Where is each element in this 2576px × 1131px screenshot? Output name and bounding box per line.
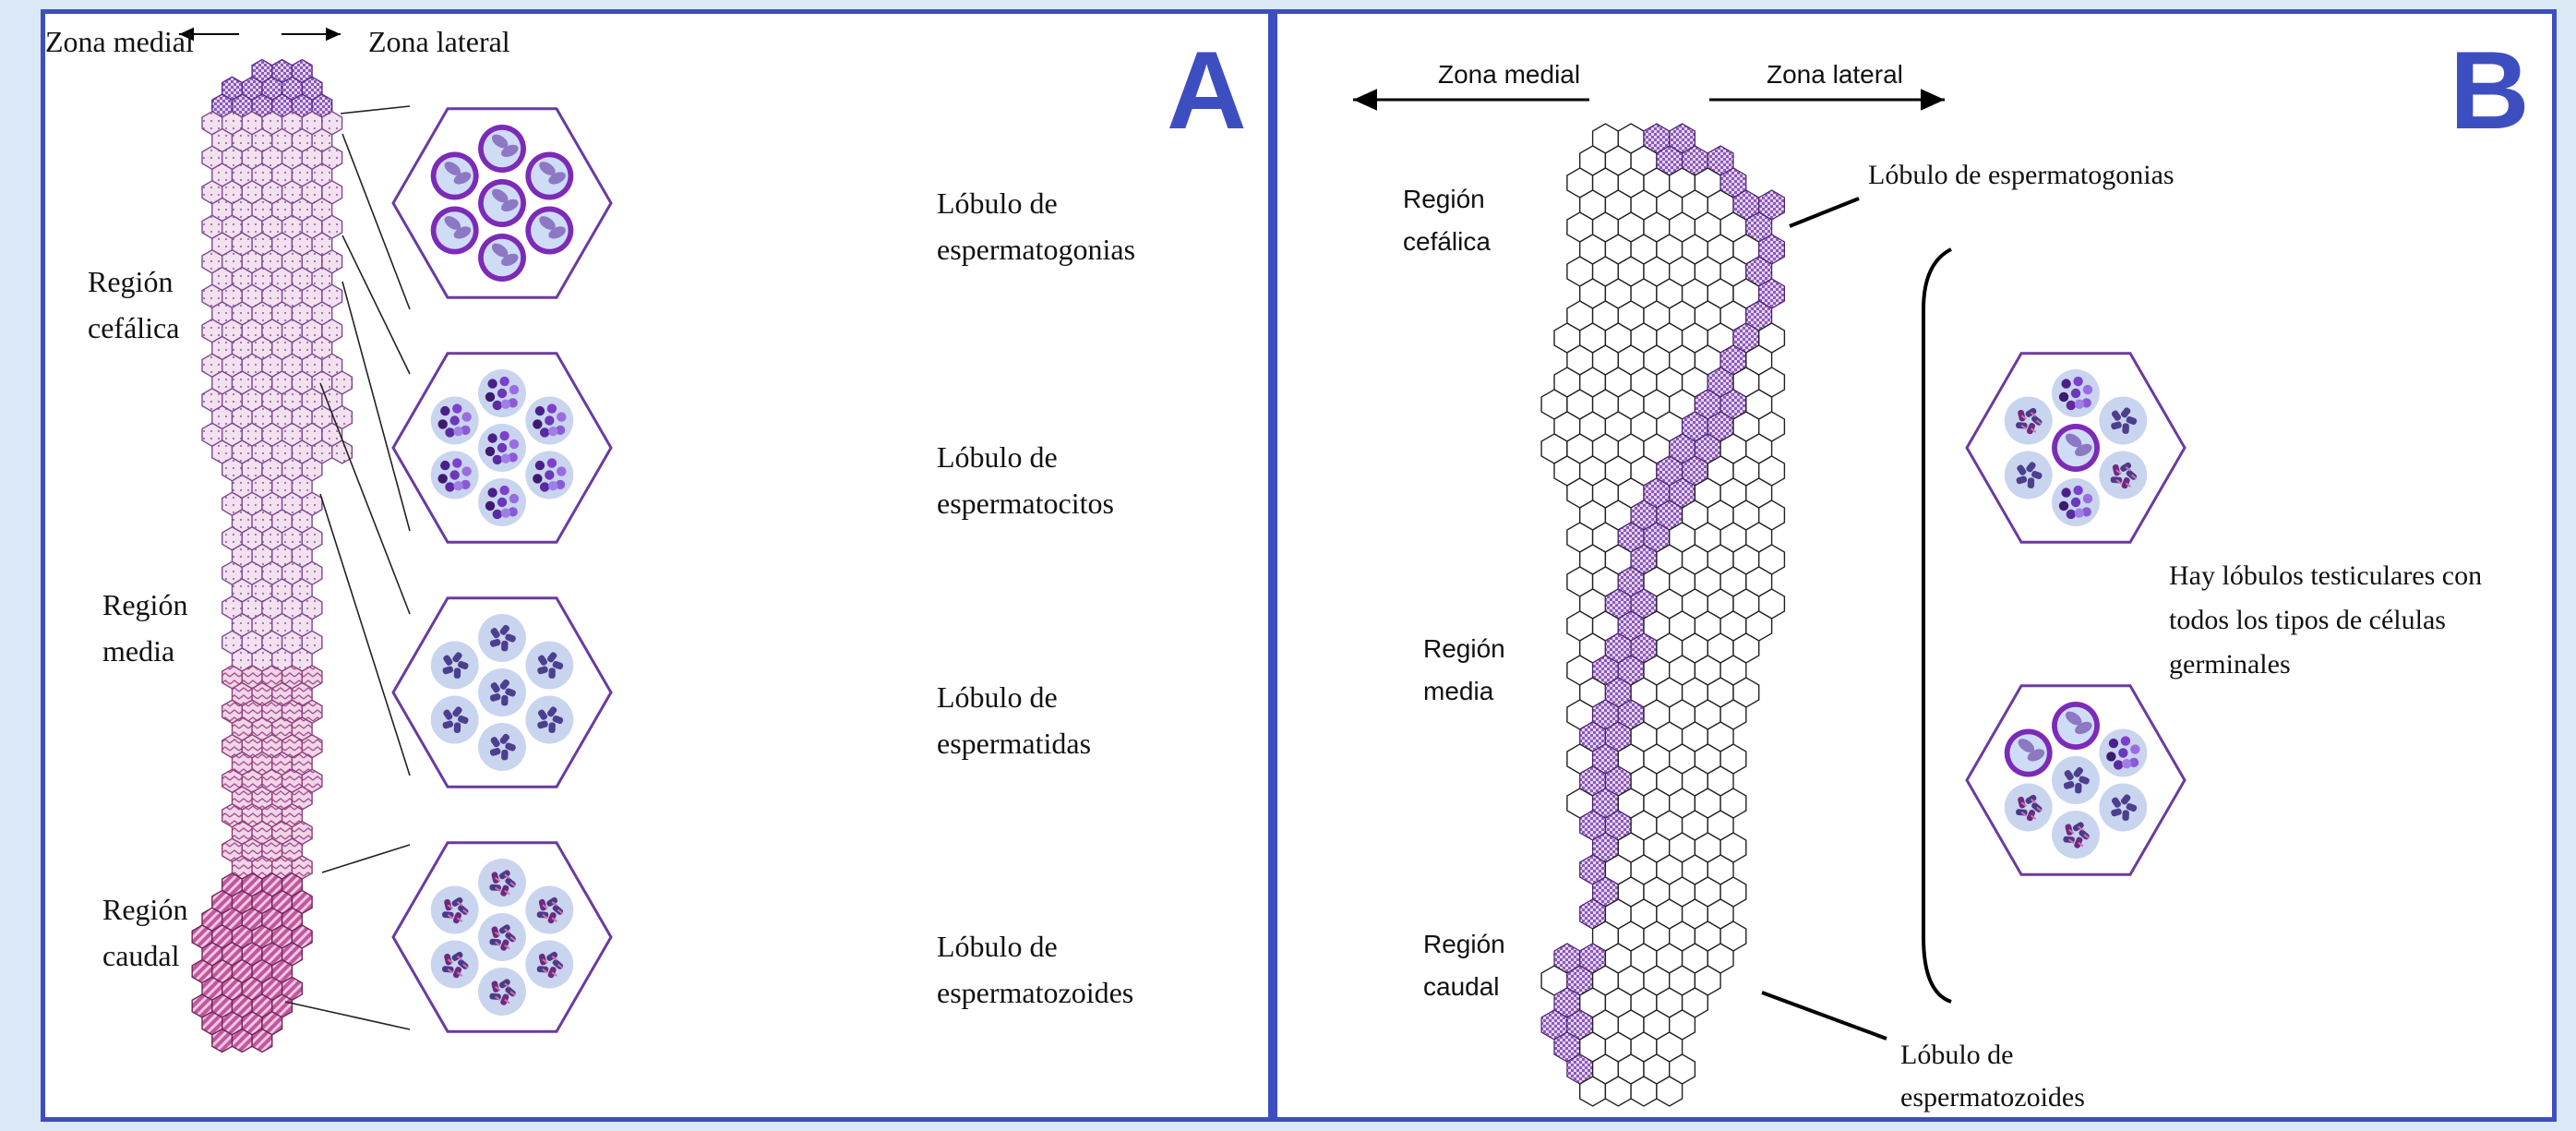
zona-medial-label-a: Zona medial	[45, 25, 194, 59]
nota-line1: Hay lóbulos testiculares con	[2169, 554, 2482, 598]
lobulo-espermatogonias-line2: espermatogonias	[937, 226, 1135, 272]
lobulo-espermatozoides-b-line1: Lóbulo de	[1900, 1034, 2085, 1077]
zona-lateral-label-a: Zona lateral	[368, 25, 510, 59]
leader-espermatozoides-b	[1762, 993, 1887, 1039]
lobulo-espermatozoides-a	[393, 843, 611, 1031]
lobulo-espermatocitos-label-a: Lóbulo de espermatocitos	[937, 434, 1114, 526]
nota-line2: todos los tipos de células	[2169, 598, 2482, 643]
zona-lateral-label-b: Zona lateral	[1767, 60, 1903, 90]
region-media-b-line2: media	[1423, 670, 1505, 713]
lobulo-espermatogonias-line1: Lóbulo de	[937, 180, 1135, 226]
nota-line3: germinales	[2169, 643, 2482, 687]
lobulo-mixto-1	[1967, 354, 2185, 542]
panel-b: B Zona medial Zona lateral Región cefáli…	[1273, 9, 2557, 1122]
lobulo-espermatozoides-b-line2: espermatozoides	[1900, 1077, 2085, 1119]
leader-espermatogonias-b	[1790, 199, 1859, 226]
region-cefalica-b-line2: cefálica	[1403, 221, 1491, 263]
region-media-line1: Región	[102, 582, 187, 628]
lobulo-espermatidas-line1: Lóbulo de	[937, 674, 1091, 720]
lobulo-espermatogonias-label-b: Lóbulo de espermatogonias	[1868, 160, 2175, 191]
lobulo-espermatogonias-label-a: Lóbulo de espermatogonias	[937, 180, 1135, 272]
lobulo-espermatozoides-label-a: Lóbulo de espermatozoides	[937, 923, 1133, 1016]
region-cefalica-line1: Región	[88, 259, 179, 305]
region-cefalica-line2: cefálica	[88, 305, 179, 351]
lobulo-espermatocitos-line1: Lóbulo de	[937, 434, 1114, 480]
region-caudal-b-line1: Región	[1423, 923, 1505, 966]
region-media-b-line1: Región	[1423, 628, 1505, 670]
lobulo-espermatidas-line2: espermatidas	[937, 720, 1091, 766]
region-caudal-label-b: Región caudal	[1423, 923, 1505, 1008]
lobulo-espermatozoides-label-b: Lóbulo de espermatozoides	[1900, 1034, 2085, 1119]
testis-a	[192, 60, 352, 1053]
region-media-line2: media	[102, 628, 187, 674]
arrow-lateral-b	[1709, 89, 1945, 110]
panel-a: A Zona medial Zona lateral Región cefáli…	[41, 9, 1273, 1122]
region-caudal-line2: caudal	[102, 932, 187, 979]
arrow-lateral-a	[282, 28, 341, 41]
lobulo-espermatocitos-line2: espermatocitos	[937, 480, 1114, 526]
lobulo-espermatozoides-line2: espermatozoides	[937, 969, 1133, 1016]
nota-lobulos-mixtos: Hay lóbulos testiculares con todos los t…	[2169, 554, 2482, 687]
panel-a-letter: A	[1167, 27, 1247, 154]
region-caudal-label-a: Región caudal	[102, 886, 187, 979]
lobulo-mixto-2	[1967, 686, 2185, 874]
testis-b	[1541, 124, 1784, 1106]
lobulo-espermatidas-a	[393, 598, 611, 787]
arrow-medial-b	[1353, 89, 1589, 110]
bracket-b	[1923, 249, 1951, 1002]
region-media-label-a: Región media	[102, 582, 187, 674]
region-caudal-b-line2: caudal	[1423, 966, 1505, 1008]
lobulo-espermatocitos-a	[393, 354, 611, 542]
region-media-label-b: Región media	[1423, 628, 1505, 713]
lobulo-espermatogonias-a	[393, 109, 611, 297]
panel-b-letter: B	[2450, 27, 2530, 154]
region-cefalica-b-line1: Región	[1403, 178, 1491, 221]
lobulo-espermatidas-label-a: Lóbulo de espermatidas	[937, 674, 1091, 766]
region-cefalica-label-b: Región cefálica	[1403, 178, 1491, 263]
lobulo-espermatozoides-line1: Lóbulo de	[937, 923, 1133, 969]
zona-medial-label-b: Zona medial	[1438, 60, 1580, 90]
region-cefalica-label-a: Región cefálica	[88, 259, 179, 351]
region-caudal-line1: Región	[102, 886, 187, 932]
